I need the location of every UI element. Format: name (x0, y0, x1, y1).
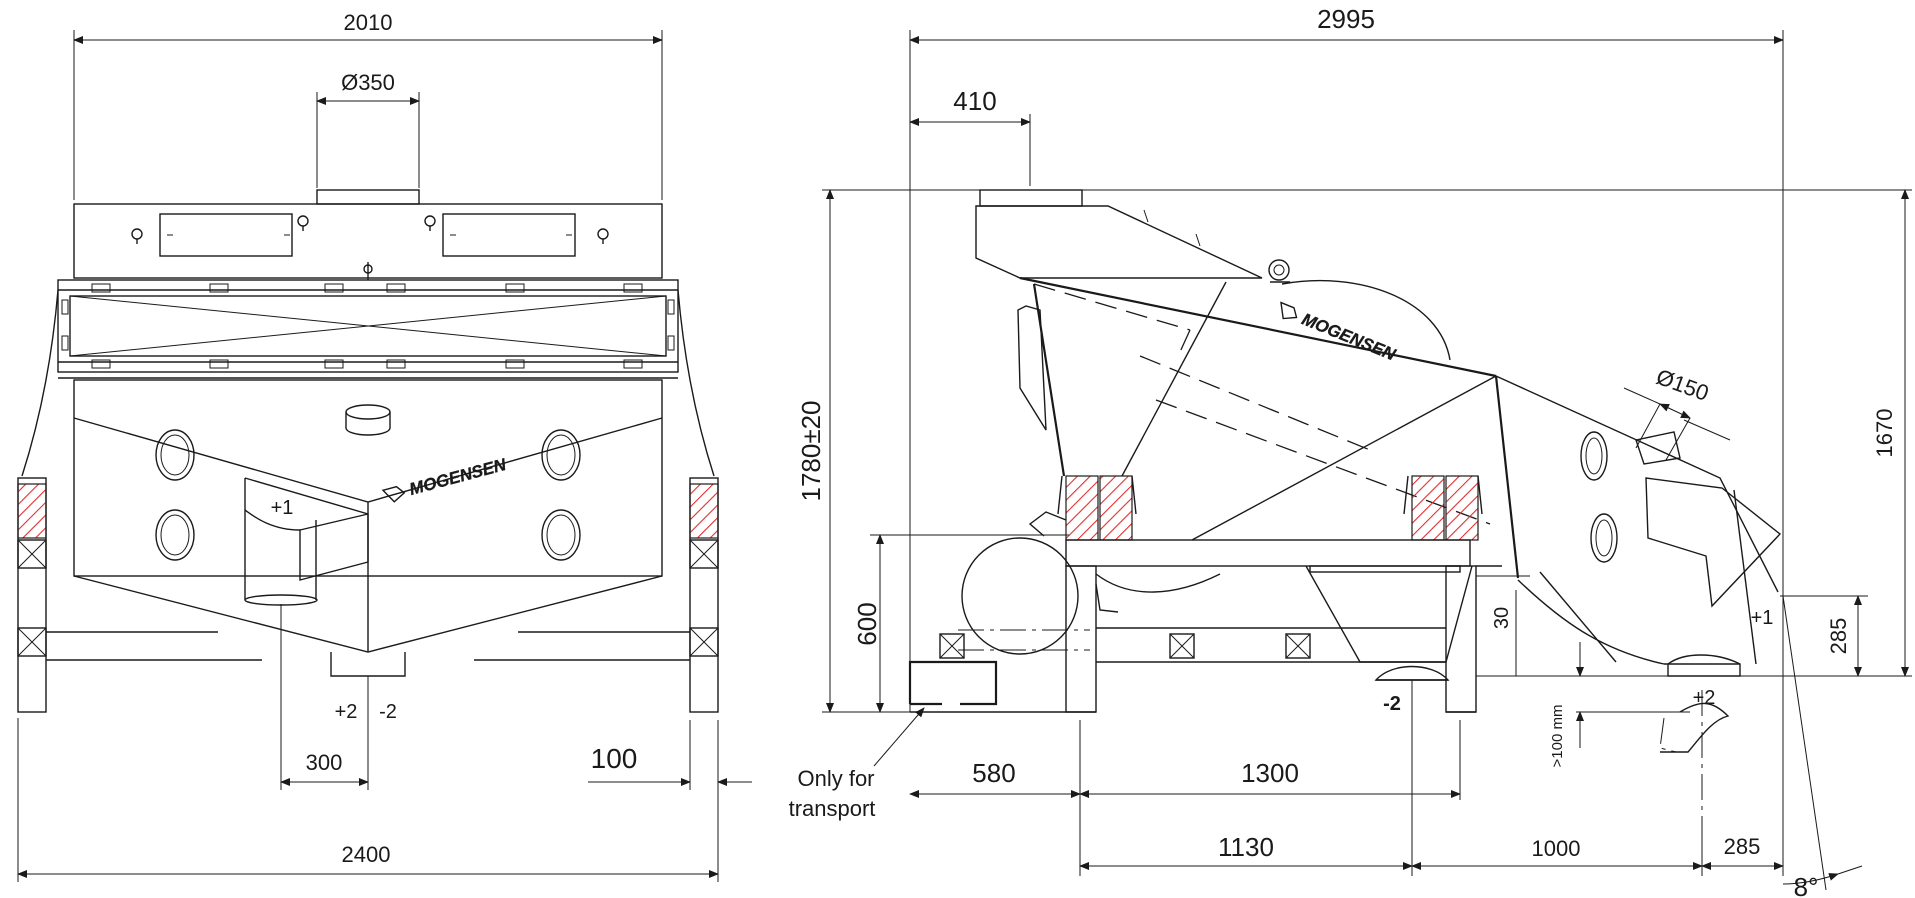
side-label-plus1: +1 (1751, 607, 1774, 629)
side-view: 2995 410 1780±20 1670 600 (789, 4, 1912, 898)
front-dim-100-label: 100 (591, 743, 638, 774)
side-outlet-plus2-detail: +2 (1659, 687, 1730, 870)
side-note-line1: Only for (797, 766, 874, 791)
side-dim-clearance-label: >100 mm (1549, 705, 1566, 768)
side-note-line2: transport (789, 796, 876, 821)
side-dim-1300: 1300 (1079, 720, 1461, 800)
side-dim-285-vertical: 285 (1780, 595, 1868, 677)
front-dim-300-label: 300 (306, 750, 343, 775)
side-dim-2995: 2995 (909, 4, 1784, 712)
side-transport-bracket (908, 660, 998, 706)
front-outlet-chute: +1 (244, 477, 369, 606)
side-transport-roll (958, 511, 1221, 676)
front-bottom-outlet: +2 -2 (330, 652, 406, 723)
side-dim-1670: 1670 (1100, 189, 1912, 677)
side-dim-600: 600 (852, 534, 1070, 713)
front-label-minus2: -2 (379, 701, 397, 723)
front-screen-frame (57, 279, 679, 379)
side-dim-1780-label: 1780±20 (796, 400, 826, 501)
side-transport-note: Only for transport (789, 707, 925, 821)
side-dim-2995-label: 2995 (1317, 4, 1375, 34)
side-dim-580: 580 (909, 720, 1081, 876)
front-dim-2010-label: 2010 (344, 10, 393, 35)
front-legs (17, 477, 719, 713)
side-spring-supports (1057, 475, 1483, 541)
front-vent-cap (345, 404, 391, 436)
side-dim-1300-label: 1300 (1241, 758, 1299, 788)
front-dim-100: 100 (588, 720, 752, 790)
front-inspection-panel-left (159, 213, 293, 257)
side-dim-clearance: >100 mm (1516, 642, 1760, 767)
side-dim-1000: 1000 (1411, 820, 1703, 876)
side-dim-30: 30 (1476, 575, 1530, 677)
front-label-plus1: +1 (271, 497, 294, 519)
side-dim-410-label: 410 (953, 86, 996, 116)
front-dim-outlet-diameter: Ø350 (316, 70, 420, 188)
side-dim-1130: 1130 (1079, 680, 1413, 876)
front-label-plus2: +2 (335, 701, 358, 723)
side-brand-logo: MOGENSEN (1280, 301, 1399, 365)
side-label-minus2: -2 (1383, 693, 1401, 715)
side-dim-285h-label: 285 (1724, 834, 1761, 859)
front-dim-300: 300 (280, 604, 369, 790)
front-inspection-panel-right (442, 213, 576, 257)
front-dim-350-label: Ø350 (341, 70, 395, 95)
side-dim-1670-label: 1670 (1872, 409, 1897, 458)
side-dim-1000-label: 1000 (1532, 836, 1581, 861)
side-dim-285-horizontal: 285 (1701, 600, 1784, 876)
side-logo-text: MOGENSEN (1299, 310, 1399, 365)
side-screen-deck: +1 (1495, 375, 1782, 677)
side-dim-1780: 1780±20 (796, 189, 1100, 713)
front-logo-text: MOGENSEN (407, 455, 508, 499)
side-dim-angle: 8° (1782, 595, 1863, 898)
side-dim-angle-label: 8° (1794, 872, 1819, 898)
side-dim-30-label: 30 (1491, 607, 1513, 629)
front-hopper (21, 289, 715, 653)
front-brand-logo: MOGENSEN (381, 455, 509, 503)
side-main-body (1017, 276, 1520, 579)
side-dim-600-label: 600 (852, 602, 882, 645)
side-dim-1130-label: 1130 (1218, 832, 1274, 862)
side-dim-150-label: Ø150 (1653, 364, 1712, 406)
side-base-frame (910, 539, 1477, 713)
front-inlet-spout (316, 189, 420, 205)
front-dim-2400: 2400 (17, 718, 719, 882)
side-dim-410: 410 (909, 86, 1031, 186)
side-dim-285v-label: 285 (1826, 618, 1851, 655)
front-dim-2400-label: 2400 (342, 842, 391, 867)
front-view: 2010 Ø350 (17, 10, 752, 882)
front-inspection-ovals (155, 429, 581, 561)
front-bolts (131, 215, 609, 280)
side-dim-580-label: 580 (972, 758, 1015, 788)
side-bottom-outlet: -2 (1305, 565, 1502, 715)
side-label-plus2: +2 (1693, 687, 1716, 709)
front-dim-2010: 2010 (73, 10, 663, 200)
side-inlet-housing (975, 189, 1290, 283)
